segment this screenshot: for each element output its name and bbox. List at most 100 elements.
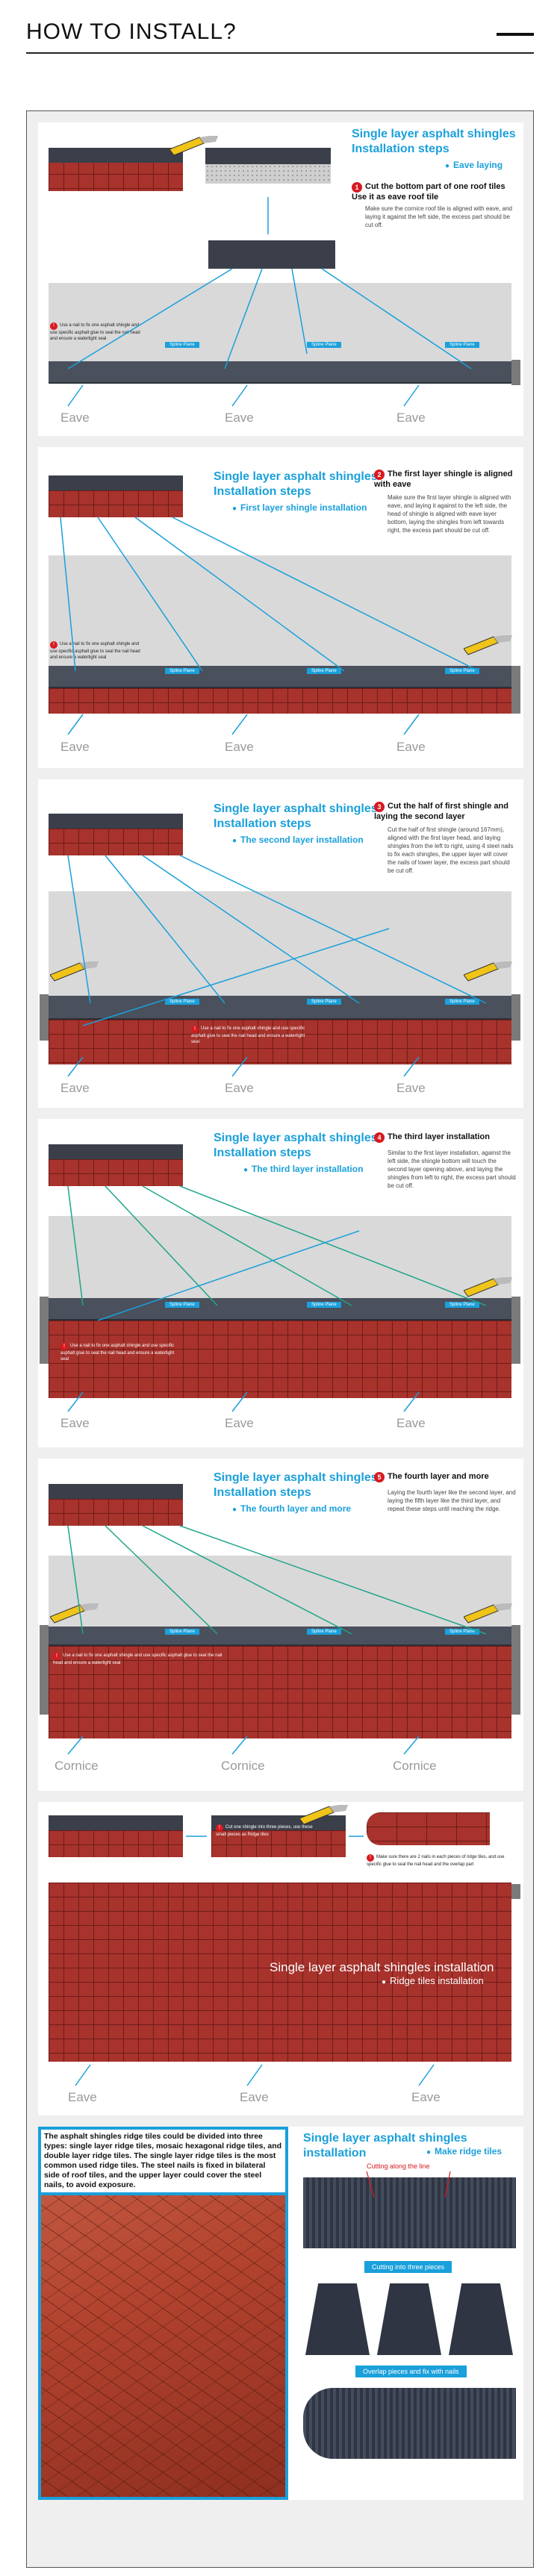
panel-eave-laying: Spline Plane Spline Plane Spline Plane !… xyxy=(38,122,523,436)
nail-note: !Use a nail to fix one asphalt shingle a… xyxy=(60,1343,175,1362)
cut-note: !Cut one shingle into three pieces, use … xyxy=(216,1824,313,1837)
step-description: Make sure the cornice roof tile is align… xyxy=(365,205,512,228)
roof-edge-left xyxy=(40,1625,49,1715)
third-layer-row xyxy=(49,1320,511,1398)
ridge-pieces xyxy=(367,1812,490,1845)
panel-subtitle: The fourth layer and more xyxy=(232,1503,351,1514)
shingle-top xyxy=(49,148,183,163)
eave-label-1: Eave xyxy=(60,411,90,425)
roof-deck-area xyxy=(49,1216,511,1298)
eave-label-1: Eave xyxy=(60,1081,90,1095)
panel-second-layer: Spline Plane Spline Plane Spline Plane !… xyxy=(38,779,523,1108)
panel-subtitle: The third layer installation xyxy=(243,1164,363,1174)
nail-note: !Make sure there are 2 nails in each pie… xyxy=(367,1854,505,1867)
eave-label-2: Eave xyxy=(225,1081,254,1095)
eave-label-3: Eave xyxy=(396,740,426,754)
panel-ridge-installation: !Cut one shingle into three pieces, use … xyxy=(38,1802,523,2115)
shingle-sample xyxy=(49,490,183,517)
roof-edge-right xyxy=(511,1297,520,1364)
shingle-sample xyxy=(49,1159,183,1186)
eave-label-2: Eave xyxy=(225,411,254,425)
shingle-sample xyxy=(49,1499,183,1526)
shingle-top xyxy=(49,1484,183,1499)
ridge-piece-2 xyxy=(377,2283,441,2355)
ridge-piece-3 xyxy=(449,2283,513,2355)
assembled-ridge xyxy=(303,2388,516,2459)
panel-third-layer: Spline Plane Spline Plane Spline Plane !… xyxy=(38,1119,523,1447)
eave-label-1: Eave xyxy=(60,1416,90,1430)
roof-edge xyxy=(511,1884,520,1899)
cornice-label-2: Cornice xyxy=(221,1759,265,1773)
panel-subtitle: Make ridge tiles xyxy=(426,2146,502,2156)
roof-field xyxy=(49,1883,511,2062)
shingle-sample xyxy=(49,160,183,191)
spline-tag-2: Spline Plane xyxy=(307,1302,341,1308)
utility-knife-icon xyxy=(464,1603,513,1624)
spline-tag-1: Spline Plane xyxy=(165,1302,199,1308)
utility-knife-icon xyxy=(50,961,99,982)
eave-tile-row xyxy=(49,666,511,688)
cut-shingle xyxy=(211,1830,346,1857)
eave-label-3: Eave xyxy=(396,411,426,425)
spline-tag-1: Spline Plane xyxy=(165,668,199,674)
panel-subtitle: Eave laying xyxy=(445,160,503,170)
eave-tile-row xyxy=(49,361,511,384)
spline-tag-1: Spline Plane xyxy=(165,342,199,348)
eave-label-2: Eave xyxy=(225,1416,254,1430)
eave-tile-row xyxy=(49,996,511,1020)
utility-knife-icon xyxy=(299,1805,349,1825)
spline-tag-3: Spline Plane xyxy=(445,1302,479,1308)
cut-three-pieces-label: Cutting into three pieces xyxy=(364,2261,452,2273)
eave-label-3: Eave xyxy=(396,1416,426,1430)
roof-deck-area xyxy=(49,1556,511,1627)
spline-tag-3: Spline Plane xyxy=(445,1629,479,1635)
eave-tile-row xyxy=(49,1627,511,1646)
eave-label-2: Eave xyxy=(240,2090,269,2104)
nail-note: !Use a nail to fix one asphalt shingle a… xyxy=(50,322,140,341)
spline-tag-2: Spline Plane xyxy=(307,668,341,674)
eave-label-1: Eave xyxy=(68,2090,97,2104)
spline-tag-2: Spline Plane xyxy=(307,999,341,1005)
shingle-top xyxy=(49,814,183,829)
spline-tag-3: Spline Plane xyxy=(445,342,479,348)
panel-first-layer: Spline Plane Spline Plane Spline Plane !… xyxy=(38,447,523,768)
utility-knife-icon xyxy=(464,635,513,655)
shingle-top xyxy=(49,475,183,490)
panel-subtitle: The second layer installation xyxy=(232,835,364,845)
step-description: Make sure the first layer shingle is ali… xyxy=(388,494,511,534)
page-title: HOW TO INSTALL? xyxy=(26,19,237,44)
panel-fourth-layer: Spline Plane Spline Plane Spline Plane !… xyxy=(38,1459,523,1791)
cut-shingle xyxy=(205,164,331,184)
roof-edge-right xyxy=(511,1625,520,1715)
spline-tag-3: Spline Plane xyxy=(445,999,479,1005)
cornice-label-1: Cornice xyxy=(55,1759,99,1773)
panel-subtitle: First layer shingle installation xyxy=(232,502,367,513)
shingle-sample xyxy=(49,1830,183,1857)
first-layer-row xyxy=(49,688,511,714)
eave-label-2: Eave xyxy=(225,740,254,754)
roof-deck-area xyxy=(49,891,511,996)
step-description: Cut the half of first shingle (around 16… xyxy=(388,826,514,874)
panel-title: Single layer asphalt shingles installati… xyxy=(270,1960,494,1974)
shingle-sample xyxy=(49,829,183,855)
uncut-shingle xyxy=(303,2177,516,2248)
utility-knife-icon xyxy=(464,1277,513,1297)
eave-strip xyxy=(208,240,335,269)
utility-knife-icon xyxy=(169,136,219,156)
fourth-layer-row xyxy=(49,1646,511,1738)
overlap-label: Overlap pieces and fix with nails xyxy=(355,2366,467,2377)
cut-shingle-top xyxy=(205,148,331,164)
eave-label-3: Eave xyxy=(411,2090,441,2104)
panel-title: Single layer asphalt shingles installati… xyxy=(303,2132,467,2159)
roof-edge-right xyxy=(511,994,520,1041)
nail-note: !Use a nail to fix one asphalt shingle a… xyxy=(191,1026,305,1044)
menu-icon[interactable] xyxy=(497,33,534,36)
